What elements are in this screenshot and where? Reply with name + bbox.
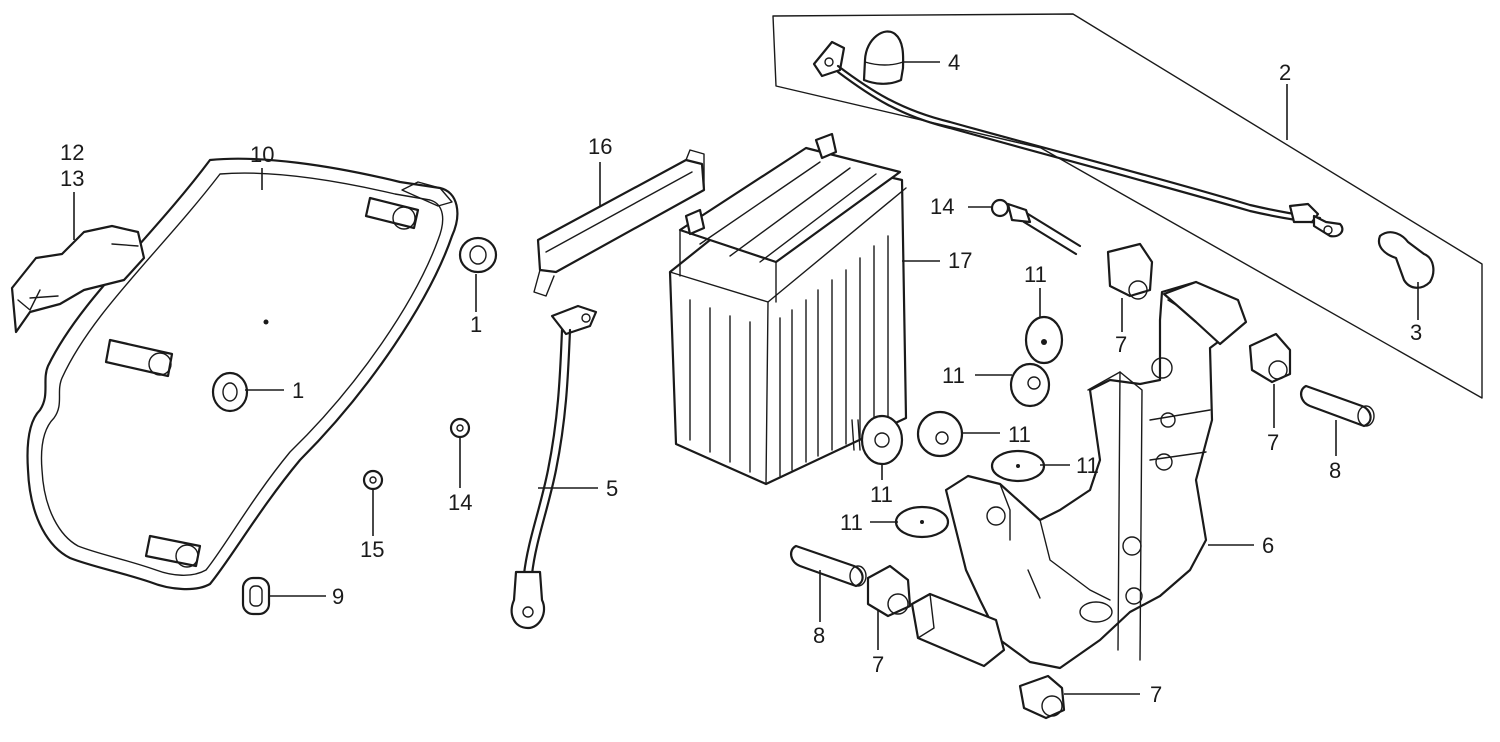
- bolt: [990, 198, 1082, 256]
- cushion-upper: [1106, 242, 1154, 300]
- callout-11-c: 11: [1008, 422, 1031, 447]
- ground-cable: [510, 304, 598, 630]
- rubber-mount-a: [449, 417, 471, 439]
- callout-1-b: 1: [292, 378, 304, 403]
- callout-14-a: 14: [448, 490, 472, 515]
- callout-3: 3: [1410, 320, 1422, 345]
- callout-8-b: 8: [813, 623, 825, 648]
- battery-strap: [533, 149, 706, 297]
- callout-11-f: 11: [840, 510, 863, 535]
- callout-labels: 4 2 3 14 17 11 11 11 11 11 11 7 7 8 6 8 …: [60, 50, 1422, 707]
- collar-left: [790, 544, 867, 588]
- grommet-upper: [458, 236, 498, 274]
- rubber-pad-e: [990, 449, 1046, 483]
- rubber-pad-f: [894, 505, 950, 539]
- side-cover: [26, 157, 459, 591]
- cushion-lower-left: [866, 564, 912, 618]
- rubber-mount-b: [362, 469, 384, 491]
- cushion-right: [1248, 332, 1292, 384]
- callout-17: 17: [948, 248, 972, 273]
- battery-tray: [910, 280, 1248, 670]
- emblem-plate: [10, 224, 146, 334]
- callout-16: 16: [588, 134, 612, 159]
- battery-cable: [812, 40, 1344, 238]
- grommet-lower: [211, 371, 249, 413]
- callout-11-b: 11: [942, 363, 965, 388]
- terminal-boot: [1377, 231, 1435, 289]
- callout-11-e: 11: [870, 482, 893, 507]
- callout-2: 2: [1279, 60, 1291, 85]
- callout-11-a: 11: [1024, 262, 1047, 287]
- callout-13: 13: [60, 166, 84, 191]
- rubber-pad-c: [860, 414, 904, 466]
- callout-10: 10: [250, 142, 274, 167]
- callout-6: 6: [1262, 533, 1274, 558]
- battery: [668, 132, 908, 486]
- rubber-pad-a: [1024, 315, 1064, 365]
- rubber-pad-d: [916, 410, 964, 458]
- collar-right: [1300, 384, 1375, 428]
- callout-7-d: 7: [1150, 682, 1162, 707]
- callout-15: 14: [930, 194, 954, 219]
- callout-9: 9: [332, 584, 344, 609]
- cable-inset-frame: [772, 13, 1483, 399]
- callout-4: 4: [948, 50, 960, 75]
- callout-8-a: 8: [1329, 458, 1341, 483]
- callout-14-b: 15: [360, 537, 384, 562]
- cushion-bottom: [1018, 674, 1066, 720]
- callout-12: 12: [60, 140, 84, 165]
- callout-7-c: 7: [872, 652, 884, 677]
- leader-lines: [73, 61, 1419, 695]
- terminal-cap: [862, 30, 905, 85]
- rubber-pad-b: [1009, 362, 1051, 408]
- callout-5: 5: [606, 476, 618, 501]
- grommet-9: [241, 576, 271, 616]
- callout-1-a: 1: [470, 312, 482, 337]
- callout-7-a: 7: [1115, 332, 1127, 357]
- callout-7-b: 7: [1267, 430, 1279, 455]
- callout-11-d: 11: [1076, 453, 1099, 478]
